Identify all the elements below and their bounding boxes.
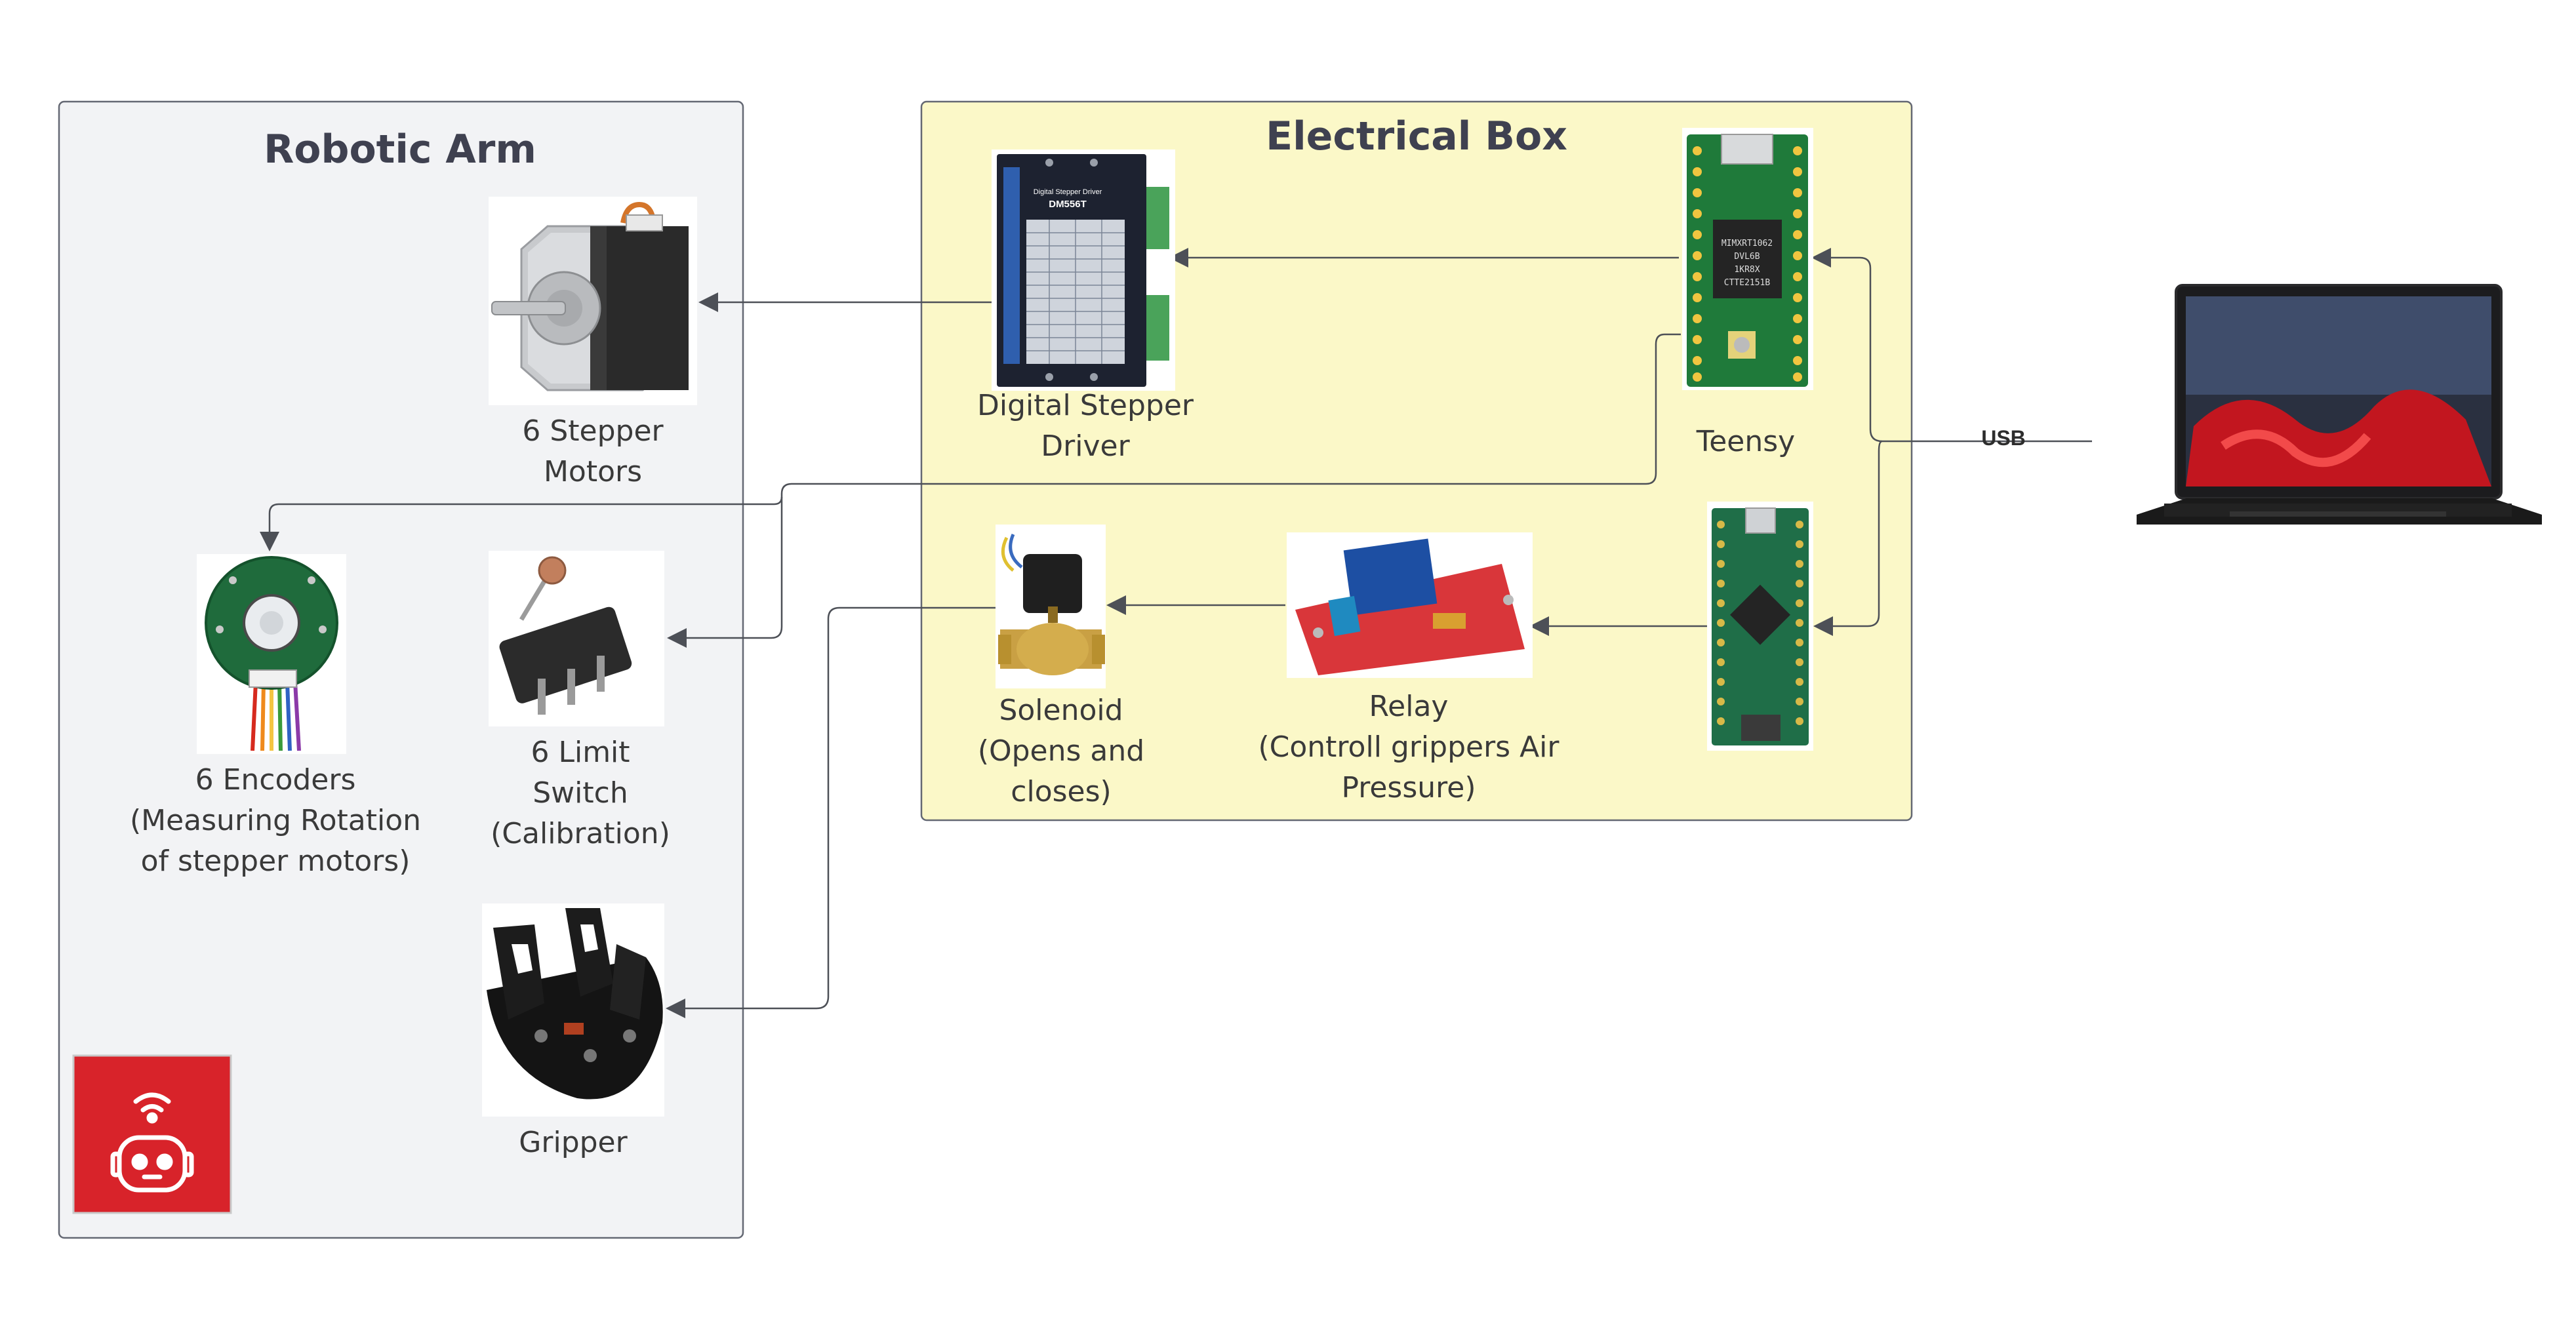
robot-head-icon	[110, 1092, 194, 1193]
connector-laptop-to-teensy[interactable]	[1811, 248, 2092, 443]
electrical-box-title: Electrical Box	[1266, 113, 1567, 159]
stepper-motor-label: 6 Stepper Motors	[522, 414, 664, 488]
teensy-chip-line: MIMXRT1062	[1721, 239, 1773, 248]
label-line: Relay	[1369, 690, 1449, 723]
solenoid-node[interactable]	[996, 525, 1106, 688]
solenoid-valve-icon	[998, 534, 1105, 675]
teensy-chip-line: DVL6B	[1734, 252, 1760, 262]
label-line: Switch	[533, 776, 628, 810]
label-line: Gripper	[519, 1126, 628, 1159]
laptop-node[interactable]	[2137, 284, 2542, 525]
laptop-icon	[2137, 284, 2542, 525]
label-line: (Measuring Rotation	[130, 804, 421, 837]
gripper-label: Gripper	[519, 1126, 628, 1159]
label-line: Driver	[1041, 429, 1130, 463]
limit-switch-label: 6 Limit Switch (Calibration)	[491, 736, 670, 850]
stepper-driver-icon: Digital Stepper Driver DM556T	[997, 154, 1169, 387]
limit-switch-node[interactable]	[489, 551, 664, 726]
label-line: (Opens and	[978, 734, 1144, 768]
relay-module-icon	[1295, 538, 1525, 675]
encoder-node[interactable]	[197, 554, 346, 754]
label-line: 6 Stepper	[522, 414, 664, 448]
label-line: Pressure)	[1341, 771, 1476, 804]
label-line: closes)	[1011, 775, 1111, 808]
stepper-driver-node[interactable]: Digital Stepper Driver DM556T	[992, 149, 1175, 391]
relay-node[interactable]	[1287, 532, 1533, 678]
stepper-motor-icon	[491, 201, 689, 391]
gripper-icon	[487, 908, 663, 1100]
connector-laptop-to-controller[interactable]	[1813, 440, 1883, 636]
teensy-board-icon: MIMXRT1062 DVL6B 1KR8X CTTE2151B	[1687, 134, 1808, 387]
teensy-label: Teensy	[1696, 425, 1795, 458]
teensy-chip-line: 1KR8X	[1734, 265, 1760, 275]
robot-logo[interactable]	[72, 1054, 232, 1214]
microcontroller-board-icon	[1712, 507, 1809, 745]
driver-brand-text: Digital Stepper Driver	[1034, 188, 1102, 196]
connector-teensy-to-encoders[interactable]	[260, 333, 1681, 551]
relay-controller-node[interactable]	[1707, 502, 1813, 751]
usb-label: USB	[1981, 426, 2026, 450]
label-line: Digital Stepper	[977, 389, 1194, 422]
stepper-motor-node[interactable]	[489, 197, 697, 405]
label-line: 6 Encoders	[195, 763, 356, 797]
stepper-driver-label: Digital Stepper Driver	[977, 389, 1194, 463]
connector-solenoid-to-gripper[interactable]	[666, 606, 996, 1018]
relay-label: Relay (Controll grippers Air Pressure)	[1258, 690, 1560, 804]
teensy-chip-line: CTTE2151B	[1724, 278, 1771, 288]
label-line: (Calibration)	[491, 817, 670, 850]
solenoid-label: Solenoid (Opens and closes)	[978, 694, 1144, 808]
driver-model-text: DM556T	[1049, 199, 1087, 210]
label-line: of stepper motors)	[141, 844, 411, 878]
label-line: Teensy	[1696, 425, 1795, 458]
teensy-node[interactable]: MIMXRT1062 DVL6B 1KR8X CTTE2151B	[1682, 128, 1813, 390]
encoder-icon	[205, 556, 338, 751]
connector-bus-to-limit-switch[interactable]	[667, 497, 783, 648]
encoder-label: 6 Encoders (Measuring Rotation of steppe…	[130, 763, 421, 878]
label-line: 6 Limit	[531, 736, 630, 769]
label-line: (Controll grippers Air	[1258, 730, 1560, 764]
robotic-arm-title: Robotic Arm	[264, 127, 536, 172]
label-line: Solenoid	[999, 694, 1123, 727]
limit-switch-icon	[499, 556, 632, 715]
label-line: Motors	[544, 455, 642, 488]
connectors	[260, 248, 2092, 1018]
gripper-node[interactable]	[482, 903, 664, 1117]
